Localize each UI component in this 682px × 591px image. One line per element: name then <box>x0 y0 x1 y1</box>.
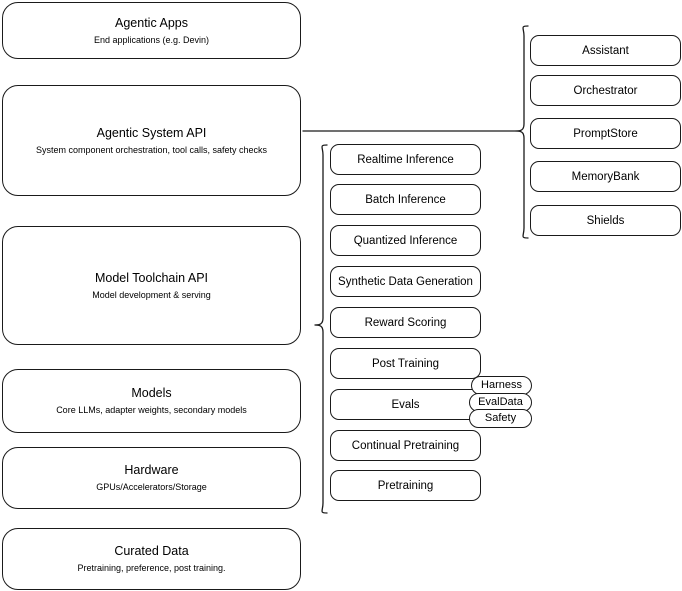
agentic-chip-orchestrator[interactable]: Orchestrator <box>530 75 681 106</box>
chip-label: Orchestrator <box>573 84 638 97</box>
layer-title: Agentic Apps <box>115 15 188 30</box>
layer-title: Model Toolchain API <box>94 270 209 285</box>
chip-label: Continual Pretraining <box>351 439 460 452</box>
toolchain-chip-batch-inference[interactable]: Batch Inference <box>330 184 481 215</box>
layer-subtitle: Model development & serving <box>92 289 211 300</box>
layer-subtitle: Core LLMs, adapter weights, secondary mo… <box>56 405 247 415</box>
agentic-chip-assistant[interactable]: Assistant <box>530 35 681 66</box>
pill-label: Safety <box>484 412 517 424</box>
layer-model-toolchain-api[interactable]: Model Toolchain API Model development & … <box>2 226 301 345</box>
toolchain-chip-evals[interactable]: Evals <box>330 389 481 420</box>
layer-curated-data[interactable]: Curated Data Pretraining, preference, po… <box>2 528 301 590</box>
layer-subtitle: System component orchestration, tool cal… <box>35 144 268 155</box>
agentic-chip-shields[interactable]: Shields <box>530 205 681 236</box>
chip-label: Batch Inference <box>365 193 446 206</box>
layer-subtitle: Pretraining, preference, post training. <box>77 563 226 573</box>
layer-models[interactable]: Models Core LLMs, adapter weights, secon… <box>2 369 301 433</box>
toolchain-chip-quantized-inference[interactable]: Quantized Inference <box>330 225 481 256</box>
toolchain-chip-post-training[interactable]: Post Training <box>330 348 481 379</box>
layer-title: Curated Data <box>114 544 189 558</box>
chip-label: Evals <box>391 398 420 411</box>
chip-label: Assistant <box>582 44 629 57</box>
layer-subtitle: GPUs/Accelerators/Storage <box>96 482 207 492</box>
toolchain-chip-continual-pretraining[interactable]: Continual Pretraining <box>330 430 481 461</box>
pill-label: EvalData <box>478 396 523 408</box>
layer-title: Models <box>131 386 172 400</box>
chip-label: Shields <box>586 214 625 227</box>
chip-label: Synthetic Data Generation <box>338 275 473 288</box>
toolchain-chip-synthetic-data-generation[interactable]: Synthetic Data Generation <box>330 266 481 297</box>
chip-label: PromptStore <box>573 127 638 140</box>
evals-pill-safety[interactable]: Safety <box>469 409 532 428</box>
toolchain-chip-realtime-inference[interactable]: Realtime Inference <box>330 144 481 175</box>
agentic-chip-memorybank[interactable]: MemoryBank <box>530 161 681 192</box>
pill-label: Harness <box>481 379 522 391</box>
layer-hardware[interactable]: Hardware GPUs/Accelerators/Storage <box>2 447 301 509</box>
chip-label: Quantized Inference <box>353 234 458 247</box>
agentic-chip-promptstore[interactable]: PromptStore <box>530 118 681 149</box>
chip-label: Post Training <box>371 357 440 370</box>
chip-label: Pretraining <box>377 479 434 492</box>
layer-title: Hardware <box>124 463 179 477</box>
layer-subtitle: End applications (e.g. Devin) <box>93 34 210 45</box>
layer-title: Agentic System API <box>96 125 207 140</box>
chip-label: Reward Scoring <box>364 316 447 329</box>
toolchain-chip-reward-scoring[interactable]: Reward Scoring <box>330 307 481 338</box>
chip-label: MemoryBank <box>571 170 640 183</box>
toolchain-chip-pretraining[interactable]: Pretraining <box>330 470 481 501</box>
layer-agentic-apps[interactable]: Agentic Apps End applications (e.g. Devi… <box>2 2 301 59</box>
chip-label: Realtime Inference <box>357 153 454 166</box>
layer-agentic-system-api[interactable]: Agentic System API System component orch… <box>2 85 301 196</box>
